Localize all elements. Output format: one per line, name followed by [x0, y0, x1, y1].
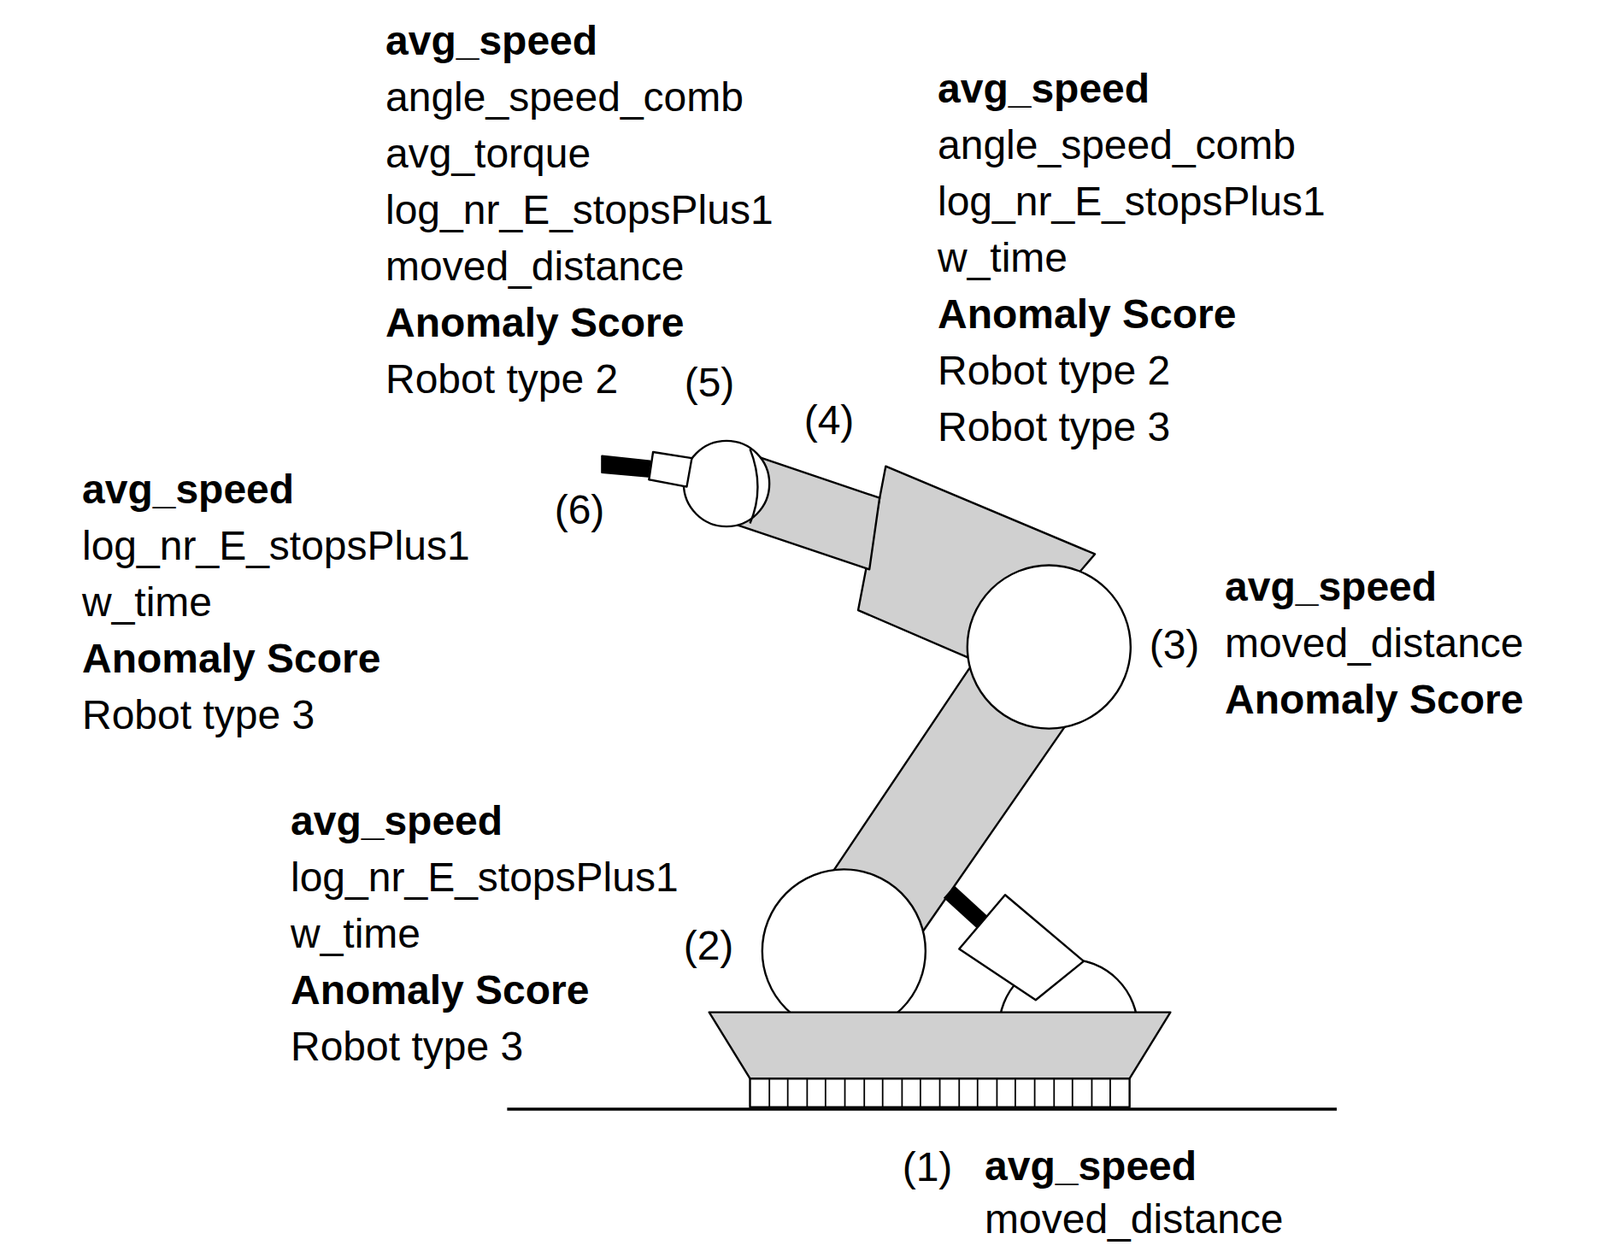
feature-label: w_time	[937, 229, 1068, 287]
joint-2	[762, 869, 926, 1033]
feature-label: moved_distance	[1224, 615, 1524, 672]
tool-tip	[601, 456, 650, 477]
feature-heading: Anomaly Score	[1224, 671, 1524, 729]
feature-label: w_time	[290, 905, 421, 963]
callout-number: (3)	[1149, 621, 1200, 670]
tool-holder	[648, 452, 692, 488]
feature-label: moved_distance	[385, 238, 685, 295]
feature-label: log_nr_E_stopsPlus1	[82, 517, 471, 575]
callout-number: (2)	[683, 922, 735, 971]
feature-heading: Anomaly Score	[385, 294, 684, 352]
feature-label: log_nr_E_stopsPlus1	[385, 182, 774, 239]
feature-label: log_nr_E_stopsPlus1	[290, 849, 679, 906]
feature-heading: Anomaly Score	[290, 962, 589, 1019]
feature-heading: avg_speed	[290, 793, 503, 850]
joint-3	[967, 565, 1131, 730]
feature-heading: avg_speed	[984, 1138, 1197, 1195]
base-rail	[750, 1078, 1130, 1107]
feature-heading: avg_speed	[82, 461, 295, 518]
feature-label: angle_speed_comb	[385, 69, 744, 126]
feature-heading: Anomaly Score	[937, 286, 1236, 343]
rail-ticks	[769, 1078, 1111, 1107]
feature-label: Robot type 3	[937, 399, 1171, 456]
feature-label: Robot type 3	[290, 1018, 524, 1076]
piston-rod	[948, 892, 984, 924]
feature-label: avg_torque	[385, 125, 591, 183]
feature-label: Robot type 2	[937, 342, 1171, 400]
piston-cylinder	[958, 894, 1084, 1000]
feature-heading: avg_speed	[1224, 558, 1437, 616]
feature-heading: Anomaly Score	[82, 630, 381, 688]
feature-label: Robot type 2	[385, 351, 618, 408]
feature-label: log_nr_E_stopsPlus1	[937, 173, 1326, 230]
feature-label: Robot type 3	[82, 687, 315, 744]
wrist-seam	[750, 448, 759, 524]
feature-heading: avg_speed	[385, 12, 598, 70]
feature-label: w_time	[82, 574, 212, 631]
feature-heading: avg_speed	[937, 60, 1150, 118]
feature-label: angle_speed_comb	[937, 117, 1296, 174]
callout-number: (6)	[554, 486, 606, 535]
wrist-joint	[683, 441, 770, 527]
callout-number: (4)	[804, 396, 855, 445]
callout-number: (1)	[902, 1143, 953, 1192]
callout-number: (5)	[684, 358, 736, 407]
feature-label: moved_distance	[984, 1191, 1284, 1248]
robot-base	[709, 1012, 1171, 1080]
